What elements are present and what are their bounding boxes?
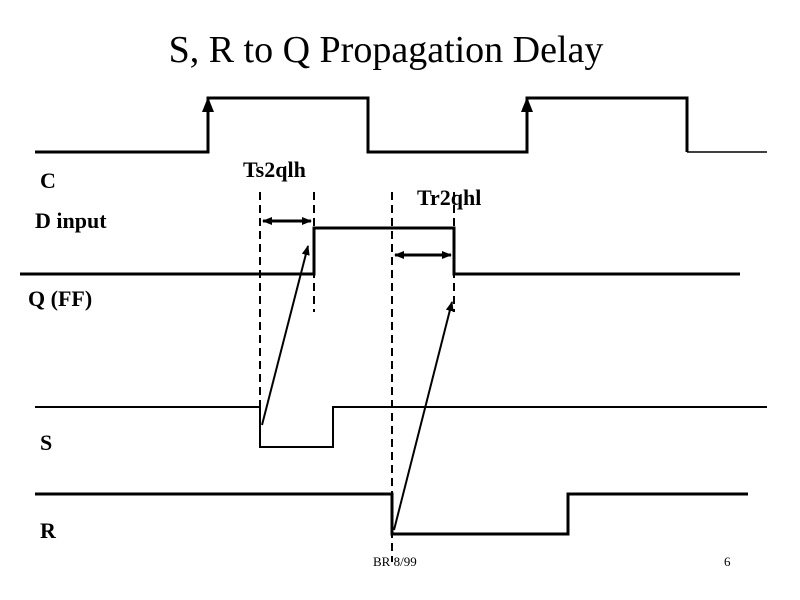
r-waveform bbox=[35, 492, 748, 536]
footer-text: BR 8/99 bbox=[373, 554, 417, 569]
clock-waveform bbox=[35, 96, 767, 154]
clock-rising-edge-arrow-2 bbox=[521, 97, 533, 112]
q-ff-label: Q (FF) bbox=[28, 286, 93, 311]
r-to-q-causality-arrow bbox=[393, 301, 454, 531]
tr2qhl-label: Tr2qhl bbox=[417, 185, 482, 210]
s-waveform bbox=[35, 406, 767, 448]
clock-rising-edge-arrow-1 bbox=[202, 97, 214, 112]
slide-title-text: S, R to Q Propagation Delay bbox=[168, 29, 604, 71]
r-label: R bbox=[40, 518, 56, 543]
clock-trace bbox=[35, 96, 689, 154]
page-number: 6 bbox=[724, 554, 731, 569]
s-to-q-causality-arrow bbox=[261, 245, 310, 426]
clock-label: C bbox=[40, 168, 56, 193]
d-input-label: D input bbox=[35, 208, 107, 233]
ts2qlh-label: Ts2qlh bbox=[243, 157, 306, 182]
s-label: S bbox=[40, 430, 53, 455]
slide-title: S, R to Q Propagation Delay bbox=[0, 28, 800, 72]
q-waveform bbox=[20, 226, 740, 276]
